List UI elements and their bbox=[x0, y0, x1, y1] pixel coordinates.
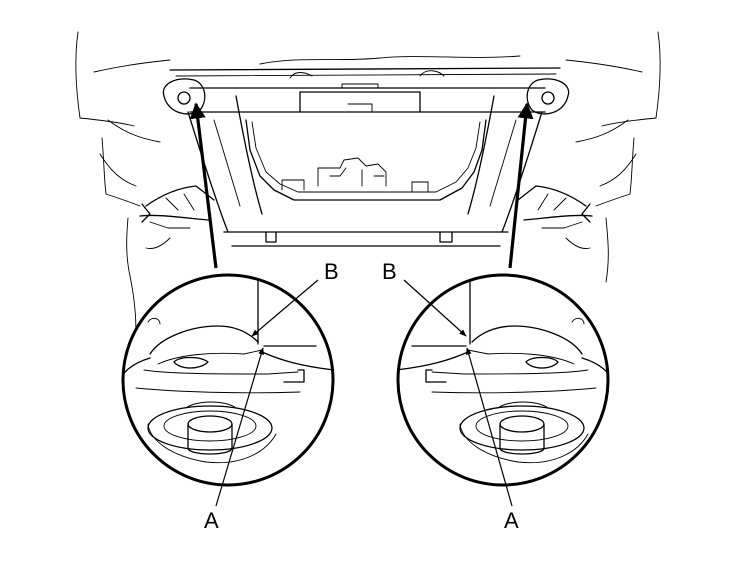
left-detail-view bbox=[121, 273, 335, 507]
callout-b-left: B bbox=[324, 259, 339, 284]
callout-a-right: A bbox=[504, 508, 519, 533]
callout-a-left: A bbox=[204, 508, 219, 533]
right-detail-arrow bbox=[508, 102, 534, 269]
left-detail-arrow bbox=[189, 102, 218, 269]
vehicle-underbody bbox=[75, 31, 661, 351]
detail-leader-arrows bbox=[189, 102, 534, 269]
callout-b-right: B bbox=[382, 259, 397, 284]
right-detail-view bbox=[396, 273, 610, 507]
